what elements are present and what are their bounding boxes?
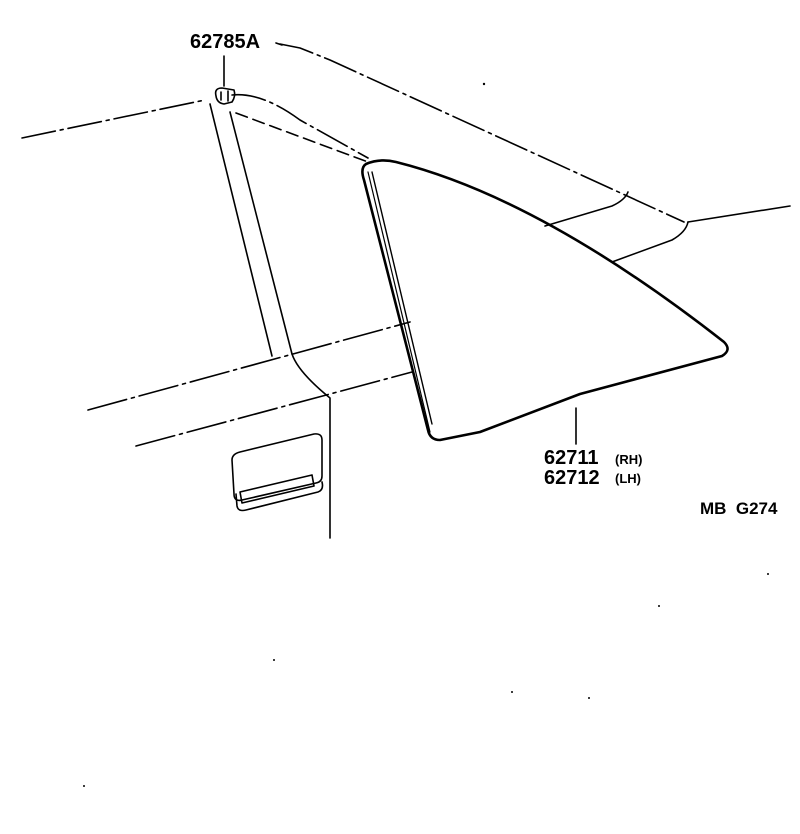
glass-rh-part-number: 62711 (544, 447, 599, 469)
door-pillar (210, 104, 330, 538)
clip-62785a (216, 56, 235, 104)
clip-part-number: 62785A (190, 31, 261, 53)
quarter-window-glass (362, 160, 727, 440)
figure-code: MB G274 (700, 499, 778, 518)
door-panel (88, 322, 412, 446)
glass-lh-part-number: 62712 (544, 467, 600, 489)
scan-dots (83, 82, 769, 787)
glass-lh-side-label: (LH) (615, 471, 641, 486)
clip-leader (276, 43, 282, 45)
door-handle (232, 434, 323, 511)
glass-rh-side-label: (RH) (615, 452, 643, 467)
roof-outline (22, 44, 790, 262)
